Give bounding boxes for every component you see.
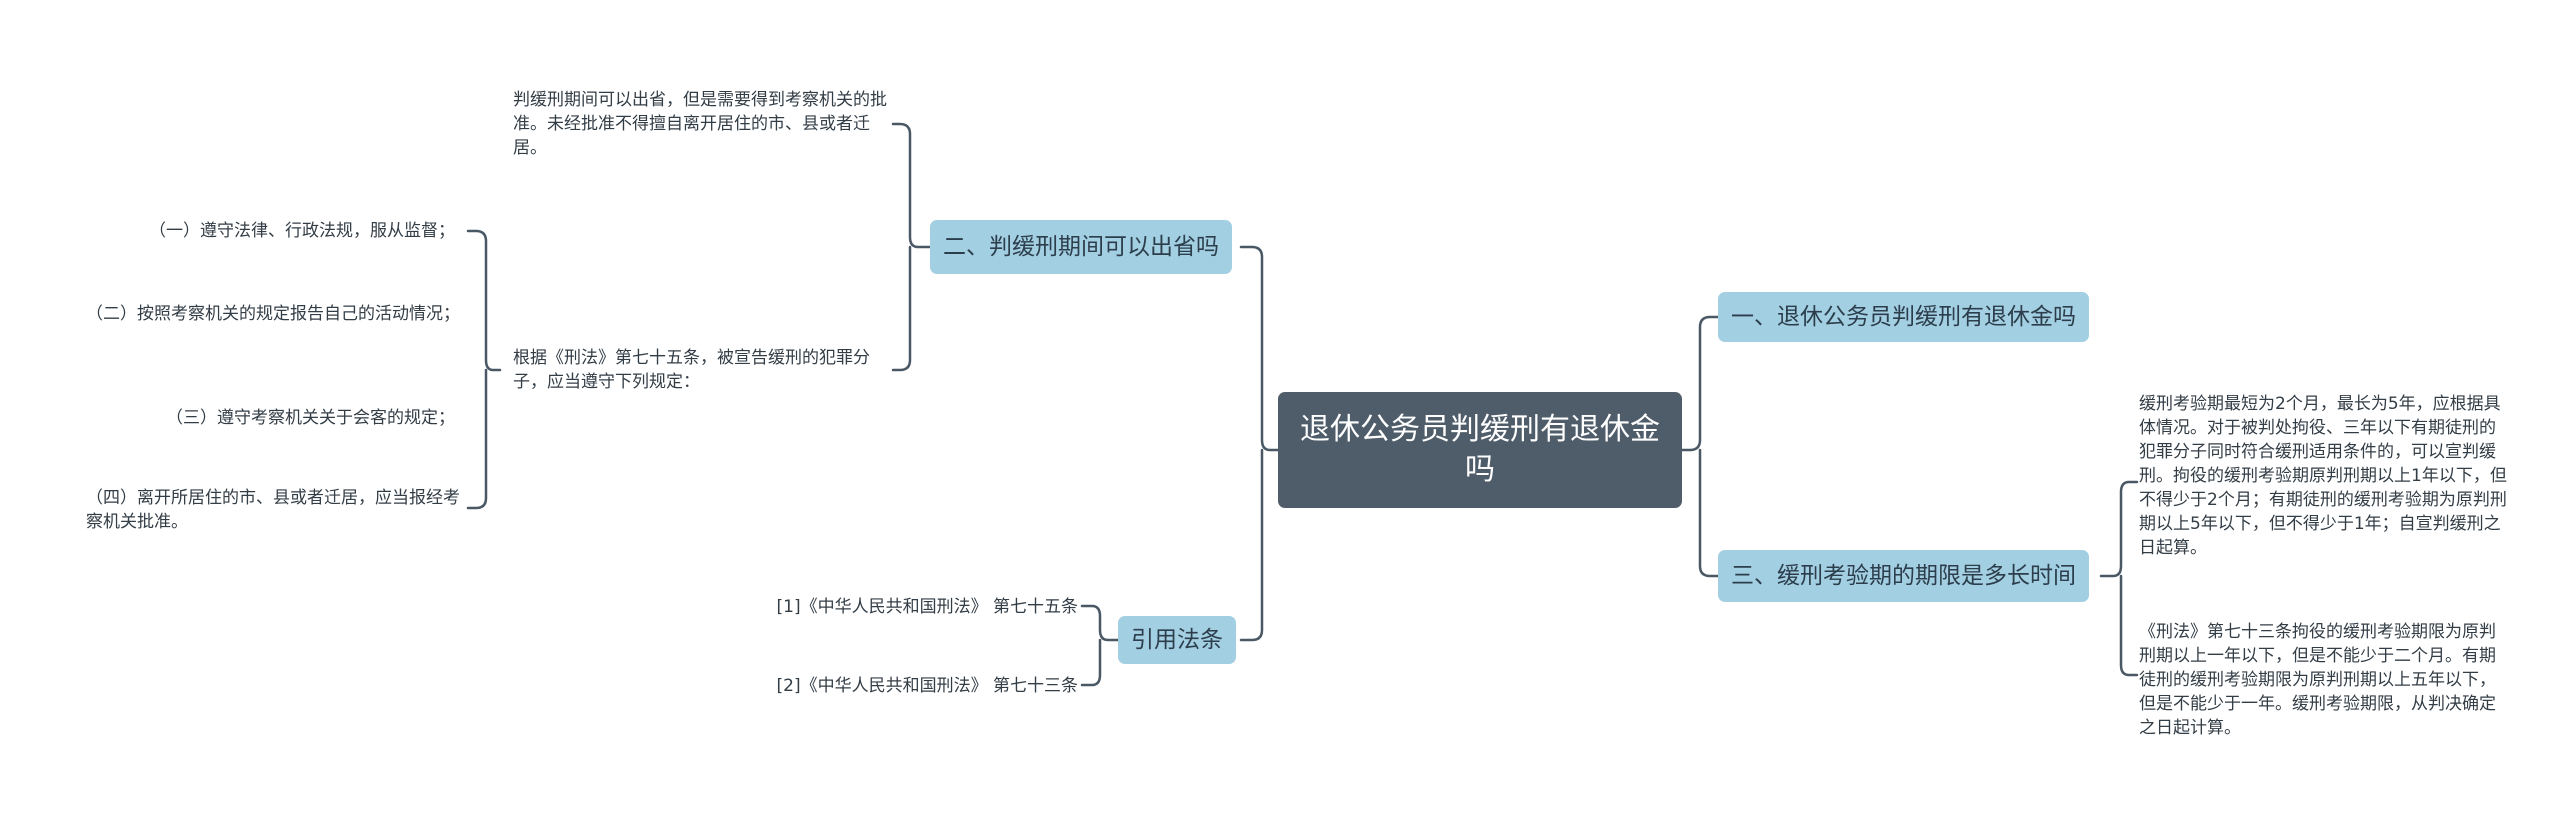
connector-root-right (1680, 315, 1720, 578)
connector-root-left (1239, 245, 1280, 642)
root-topic-label: 退休公务员判缓刑有退休金吗 (1300, 412, 1660, 487)
connector-rules (466, 229, 502, 510)
branch-leave-province[interactable]: 二、判缓刑期间可以出省吗 (930, 220, 1232, 274)
rule-item-2: （二）按照考察机关的规定报告自己的活动情况； (86, 304, 460, 324)
root-topic[interactable]: 退休公务员判缓刑有退休金吗 (1278, 392, 1682, 508)
rule-item-1: （一）遵守法律、行政法规，服从监督； (149, 221, 455, 241)
criminal-law-article-73: 《刑法》第七十三条拘役的缓刑考验期限为原判刑期以上一年以下，但是不能少于二个月。… (2139, 622, 2496, 738)
connector-b4 (1080, 604, 1120, 687)
branch-label: 一、退休公务员判缓刑有退休金吗 (1731, 304, 2076, 330)
reference-item-2[interactable]: [2]《中华人民共和国刑法》 第七十三条 (776, 676, 1078, 696)
leave-province-explanation: 判缓刑期间可以出省，但是需要得到考察机关的批准。未经批准不得擅自离开居住的市、县… (513, 90, 887, 158)
branch-probation-period[interactable]: 三、缓刑考验期的期限是多长时间 (1718, 550, 2089, 602)
rule-item-3: （三）遵守考察机关关于会客的规定； (166, 408, 455, 428)
probation-period-explanation: 缓刑考验期最短为2个月，最长为5年，应根据具体情况。对于被判处拘役、三年以下有期… (2139, 394, 2507, 558)
branch-label: 二、判缓刑期间可以出省吗 (943, 234, 1219, 260)
branch-label: 引用法条 (1131, 627, 1223, 653)
rule-item-4: （四）离开所居住的市、县或者迁居，应当报经考察机关批准。 (86, 488, 460, 532)
reference-item-1[interactable]: [1]《中华人民共和国刑法》 第七十五条 (776, 597, 1078, 617)
branch-label: 三、缓刑考验期的期限是多长时间 (1731, 563, 2076, 589)
branch-retirement-pension[interactable]: 一、退休公务员判缓刑有退休金吗 (1718, 292, 2089, 342)
connector-b2 (891, 122, 932, 372)
criminal-law-article-75: 根据《刑法》第七十五条，被宣告缓刑的犯罪分子，应当遵守下列规定： (513, 348, 870, 392)
branch-cited-laws[interactable]: 引用法条 (1118, 616, 1236, 664)
connector-b3 (2099, 480, 2139, 677)
